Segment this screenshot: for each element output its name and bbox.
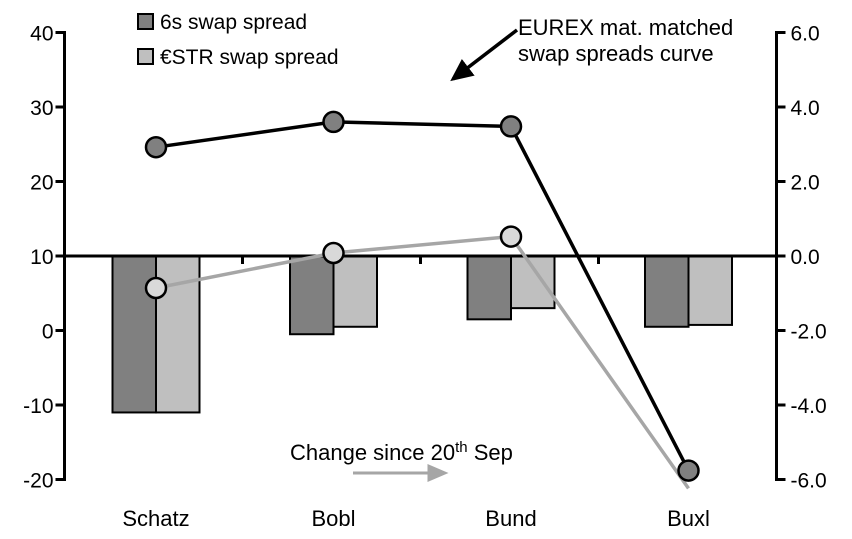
- left-axis-tick-label: 10: [30, 246, 53, 269]
- bar-estr-swap-spread: [332, 255, 378, 328]
- marker-6s-point: [499, 115, 523, 138]
- change-since-label: Change since 20th Sep: [290, 439, 513, 465]
- right-axis-tick-label: -4.0: [791, 395, 827, 418]
- right-axis-tick-label: 4.0: [791, 97, 820, 120]
- right-axis-tick-label: -2.0: [791, 321, 827, 344]
- category-label: Buxl: [667, 506, 710, 531]
- bar-estr-swap-spread: [687, 255, 733, 326]
- left-axis-tick-label: 20: [30, 172, 53, 195]
- category-label: Schatz: [122, 506, 189, 531]
- left-axis-tick-label: 0: [42, 321, 54, 344]
- right-axis-tick-label: 0.0: [791, 246, 820, 269]
- category-label: Bund: [485, 506, 536, 531]
- left-axis-tick-label: -10: [23, 395, 53, 418]
- marker-6s-point: [677, 459, 700, 482]
- bar-6s-swap-spread: [466, 255, 512, 321]
- marker-estr-point: [322, 241, 345, 265]
- legend-swatch-6s: [137, 13, 154, 30]
- line-estr-swap-spreads-curve: [155, 234, 690, 490]
- eurex-curve-annotation: EUREX mat. matched: [518, 15, 733, 40]
- marker-estr-point: [499, 225, 523, 248]
- bar-estr-swap-spread: [510, 255, 556, 310]
- eurex-curve-annotation: swap spreads curve: [518, 41, 714, 66]
- bar-6s-swap-spread: [289, 255, 335, 336]
- legend-swatch-estr: [137, 48, 154, 65]
- legend-label-6s: 6s swap spread: [160, 11, 307, 34]
- left-axis-tick-label: -20: [23, 470, 53, 493]
- line-6s-swap-spreads-curve: [155, 120, 691, 472]
- right-axis-tick-label: 2.0: [791, 172, 820, 195]
- eurex-arrow-icon: [450, 28, 519, 82]
- left-axis-tick-label: 30: [30, 97, 53, 120]
- category-label: Bobl: [311, 506, 355, 531]
- marker-6s-point: [322, 110, 345, 134]
- right-axis-tick-label: -6.0: [791, 470, 827, 493]
- bar-6s-swap-spread: [644, 255, 690, 328]
- left-axis-tick-label: 40: [30, 23, 53, 46]
- marker-estr-point: [144, 276, 168, 300]
- right-axis-tick-label: 6.0: [791, 23, 820, 46]
- legend-label-estr: €STR swap spread: [160, 46, 339, 69]
- marker-6s-point: [144, 135, 168, 159]
